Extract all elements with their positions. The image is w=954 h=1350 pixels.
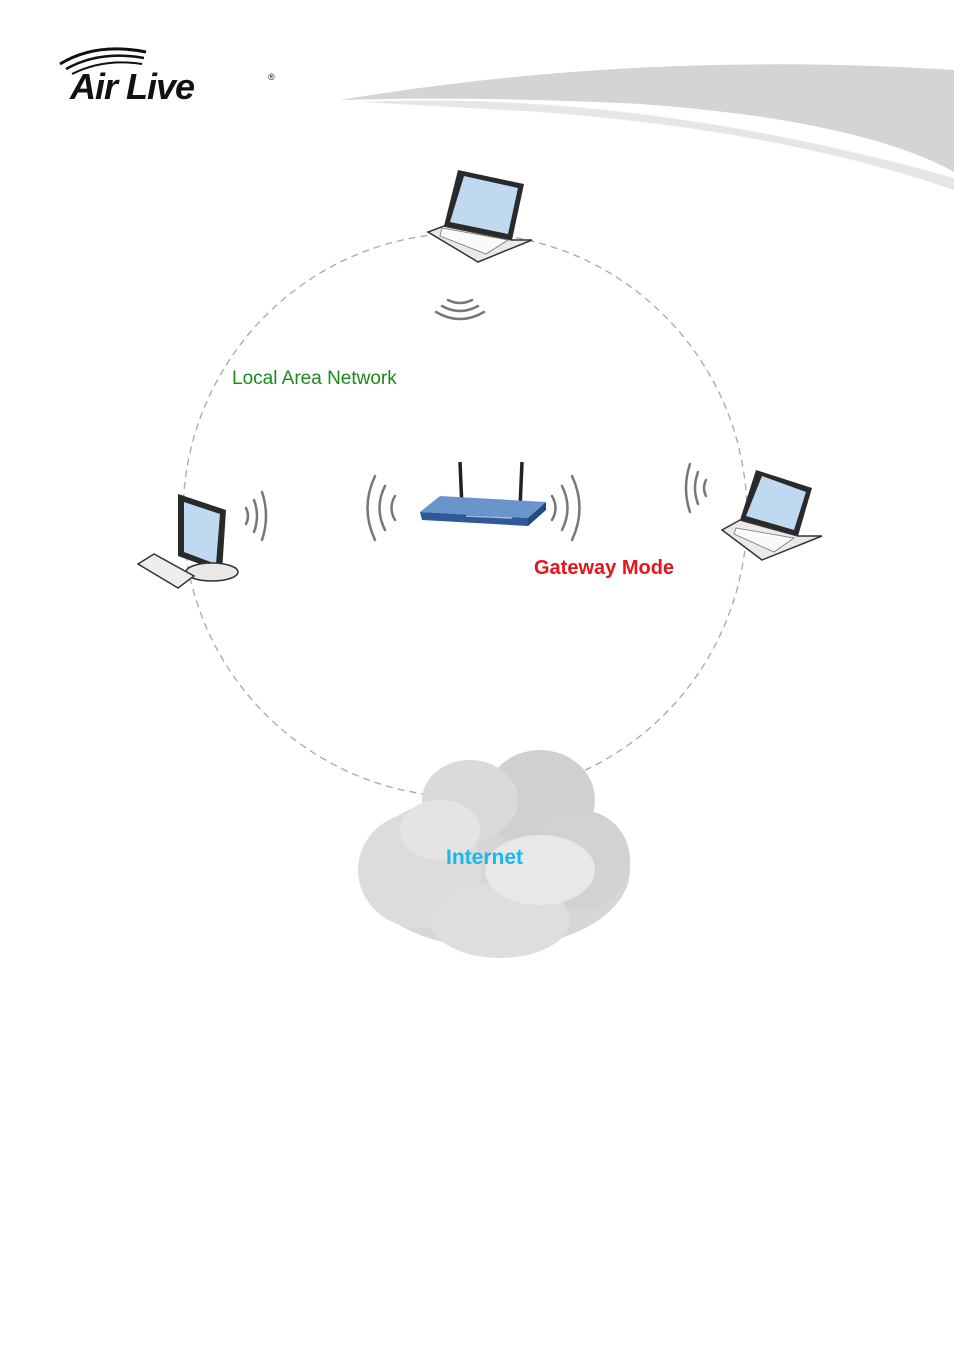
desktop-computer-icon xyxy=(138,494,238,588)
laptop-icon xyxy=(722,470,822,560)
lan-label: Local Area Network xyxy=(232,368,397,390)
laptop-icon xyxy=(428,170,532,262)
wireless-router-icon xyxy=(420,462,546,526)
internet-label: Internet xyxy=(446,846,523,870)
wifi-signal-icon xyxy=(246,492,266,540)
wifi-signal-icon xyxy=(436,300,484,319)
wifi-signal-icon xyxy=(686,464,706,512)
gateway-mode-label: Gateway Mode xyxy=(534,557,674,580)
